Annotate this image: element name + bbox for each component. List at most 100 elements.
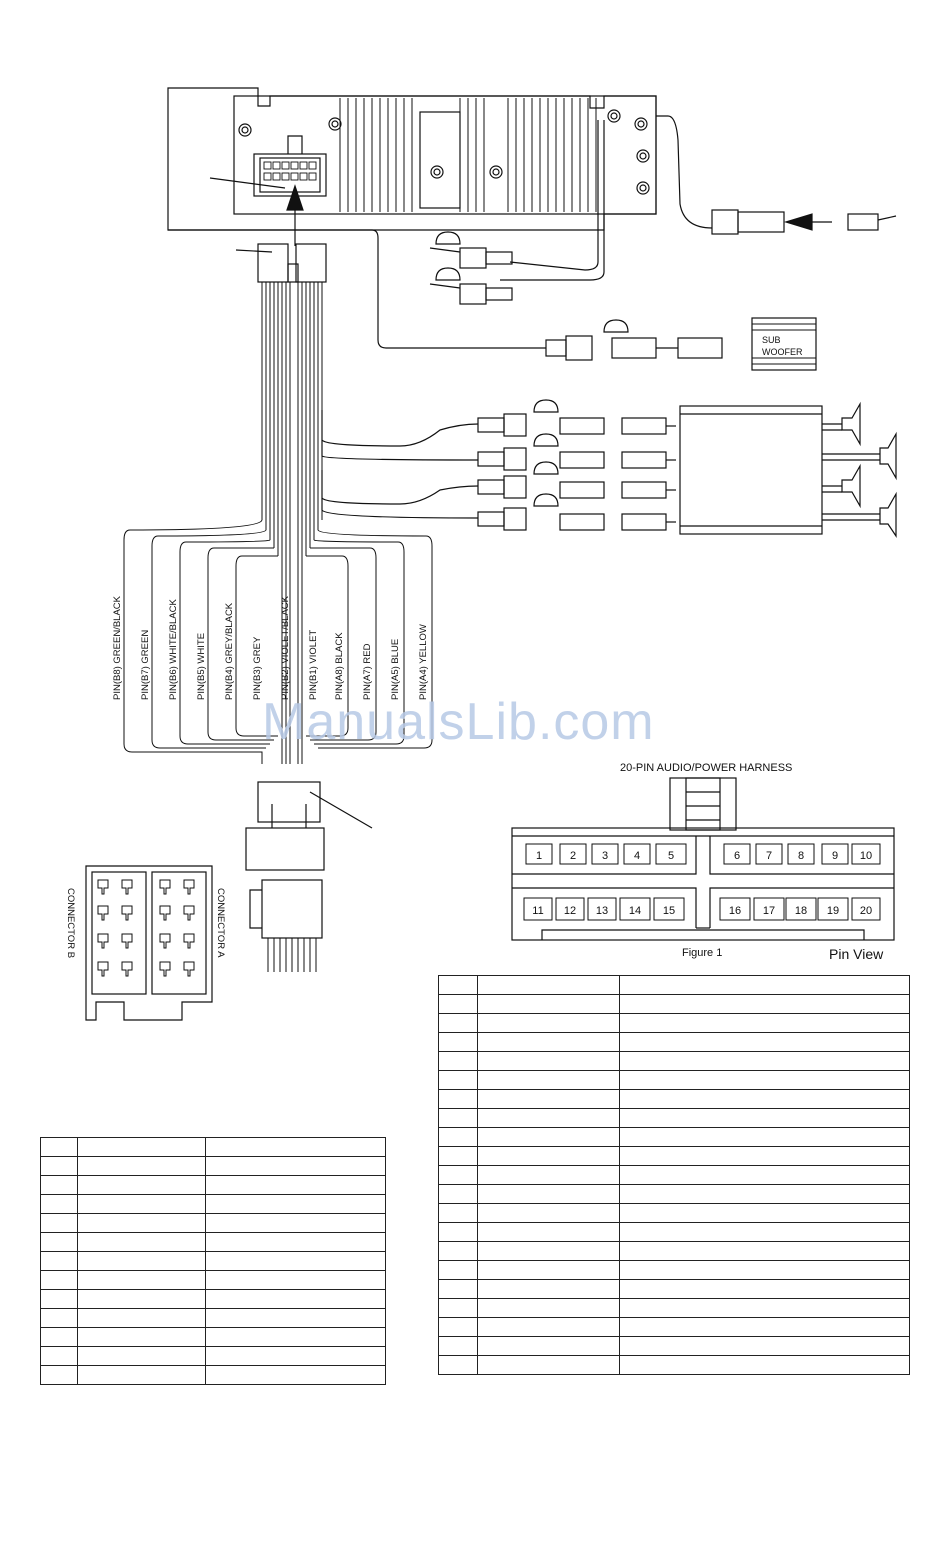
table-cell — [438, 1355, 478, 1375]
table-row — [438, 975, 910, 995]
table-cell — [476, 994, 621, 1014]
table-cell — [619, 1127, 910, 1147]
table-cell — [438, 1032, 478, 1052]
table-cell — [438, 1298, 478, 1318]
table-row — [438, 1051, 910, 1071]
table-cell — [619, 1279, 910, 1299]
wire-label: PIN(A7) RED — [362, 643, 373, 700]
pin-number: 14 — [629, 905, 641, 917]
table-cell — [619, 1184, 910, 1204]
left-pin-table — [40, 1137, 386, 1385]
table-cell — [76, 1365, 207, 1385]
wire-label: PIN(B3) GREY — [252, 636, 263, 700]
table-cell — [476, 1146, 621, 1166]
table-cell — [438, 1127, 478, 1147]
table-cell — [619, 1013, 910, 1033]
table-cell — [438, 1013, 478, 1033]
table-cell — [476, 1241, 621, 1261]
table-row — [40, 1289, 386, 1309]
table-row — [438, 1336, 910, 1356]
table-cell — [76, 1137, 207, 1157]
table-cell — [438, 1184, 478, 1204]
pin-number: 6 — [734, 850, 740, 862]
head-unit — [167, 87, 657, 246]
table-cell — [40, 1327, 78, 1347]
table-cell — [619, 1317, 910, 1337]
table-cell — [438, 975, 478, 995]
table-cell — [619, 1241, 910, 1261]
pin-number: 15 — [663, 905, 675, 917]
table-cell — [76, 1346, 207, 1366]
table-cell — [205, 1213, 386, 1233]
pin-number: 7 — [766, 850, 772, 862]
table-cell — [40, 1289, 78, 1309]
table-cell — [438, 1203, 478, 1223]
table-row — [438, 1184, 910, 1204]
table-cell — [476, 1127, 621, 1147]
table-row — [40, 1175, 386, 1195]
table-cell — [205, 1270, 386, 1290]
table-cell — [619, 1203, 910, 1223]
table-cell — [476, 1317, 621, 1337]
pin-number: 17 — [763, 905, 775, 917]
table-cell — [40, 1365, 78, 1385]
table-cell — [476, 1355, 621, 1375]
pin-number: 2 — [570, 850, 576, 862]
table-cell — [205, 1346, 386, 1366]
table-row — [40, 1251, 386, 1271]
table-cell — [438, 1241, 478, 1261]
right-pin-table — [438, 975, 910, 1375]
table-row — [40, 1232, 386, 1252]
table-cell — [76, 1194, 207, 1214]
wire-label: PIN(B6) WHITE/BLACK — [168, 599, 179, 700]
table-cell — [619, 1355, 910, 1375]
wire-label: PIN(B5) WHITE — [196, 633, 207, 700]
table-cell — [205, 1365, 386, 1385]
table-row — [438, 1241, 910, 1261]
table-cell — [476, 1013, 621, 1033]
table-cell — [205, 1327, 386, 1347]
table-cell — [205, 1251, 386, 1271]
table-cell — [40, 1232, 78, 1252]
table-cell — [40, 1175, 78, 1195]
table-cell — [476, 1222, 621, 1242]
table-cell — [438, 1336, 478, 1356]
pin-number: 9 — [832, 850, 838, 862]
line-out-rca — [429, 120, 605, 305]
sub-label-line2: WOOFER — [762, 347, 803, 357]
table-row — [438, 1203, 910, 1223]
table-cell — [476, 1203, 621, 1223]
amplifier-section — [321, 399, 897, 538]
harness-plug — [235, 243, 327, 283]
table-cell — [619, 975, 910, 995]
harness-figure — [511, 777, 895, 941]
table-cell — [476, 1260, 621, 1280]
table-cell — [438, 1260, 478, 1280]
antenna-lead — [656, 115, 897, 235]
table-row — [40, 1137, 386, 1157]
pin-number: 13 — [596, 905, 608, 917]
table-cell — [40, 1308, 78, 1328]
table-row — [438, 1260, 910, 1280]
harness-title: 20-PIN AUDIO/POWER HARNESS — [620, 762, 793, 774]
table-row — [40, 1213, 386, 1233]
wire-loops — [123, 519, 433, 764]
wire-label: PIN(B7) GREEN — [140, 630, 151, 700]
table-cell — [476, 1070, 621, 1090]
table-cell — [476, 1184, 621, 1204]
table-row — [438, 1355, 910, 1375]
table-cell — [619, 1165, 910, 1185]
table-row — [438, 1089, 910, 1109]
wire-label: PIN(A5) BLUE — [390, 639, 401, 700]
table-cell — [619, 1298, 910, 1318]
table-cell — [476, 1032, 621, 1052]
table-row — [438, 1070, 910, 1090]
table-cell — [205, 1175, 386, 1195]
table-cell — [205, 1137, 386, 1157]
table-row — [438, 1317, 910, 1337]
table-row — [438, 1279, 910, 1299]
iso-connector — [85, 781, 373, 1021]
table-cell — [40, 1270, 78, 1290]
pin-number: 5 — [668, 850, 674, 862]
table-row — [438, 1032, 910, 1052]
